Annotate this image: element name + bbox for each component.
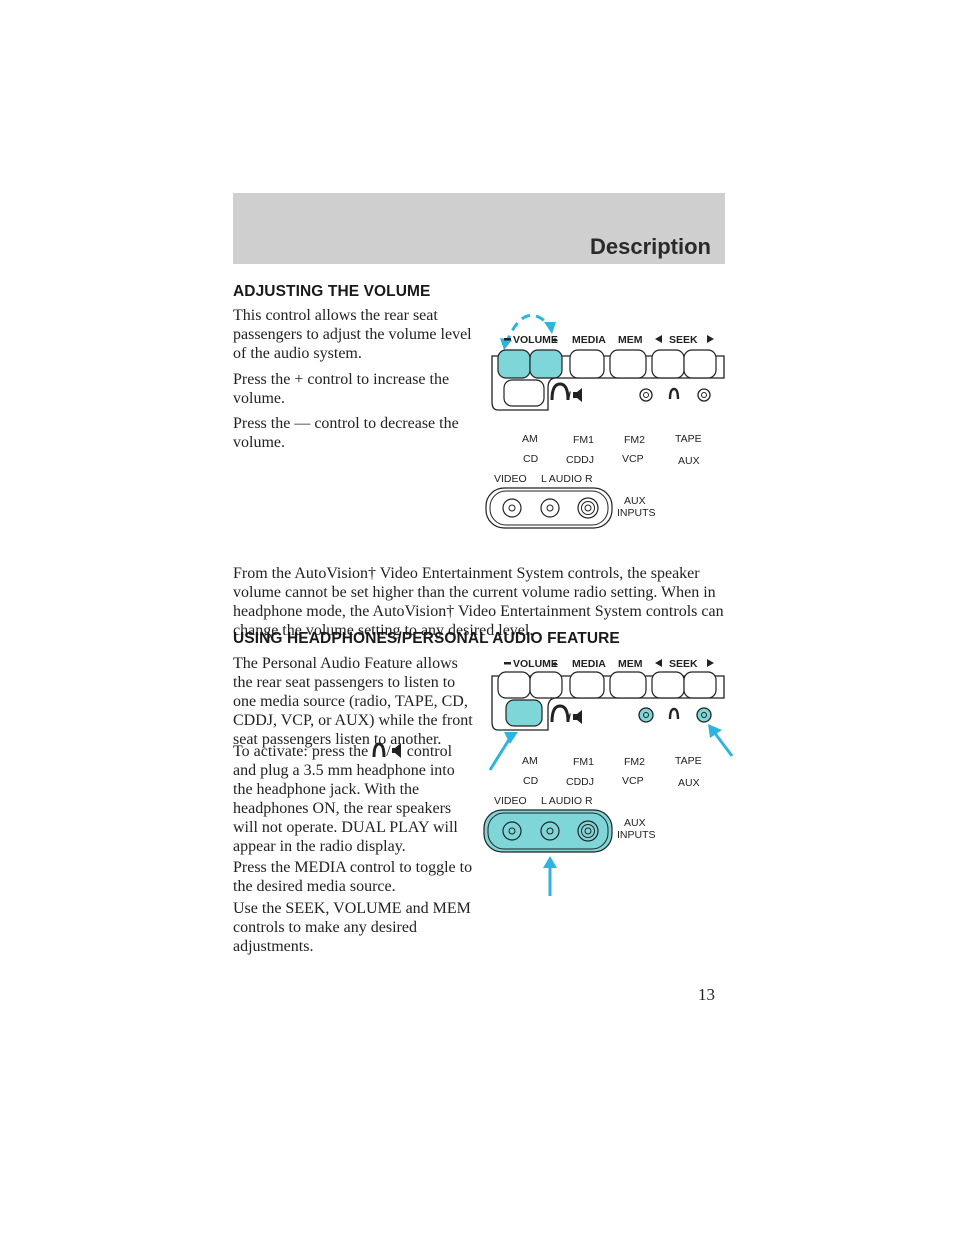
am-label: AM — [522, 433, 538, 445]
vcp-label: VCP — [622, 775, 644, 787]
aux-label: AUX — [678, 777, 700, 789]
media-button — [569, 671, 605, 699]
arrow-icon — [488, 737, 512, 771]
slash-icon: / — [568, 390, 571, 402]
arrow-icon — [712, 731, 734, 757]
am-label: AM — [522, 755, 538, 767]
headphone-jack-left — [639, 388, 653, 402]
tape-label: TAPE — [675, 433, 702, 445]
arrowhead-icon — [544, 322, 556, 334]
video-label: VIDEO — [494, 795, 527, 807]
fm2-label: FM2 — [624, 434, 645, 446]
volume-label: VOLUME — [513, 658, 558, 670]
tape-label: TAPE — [675, 755, 702, 767]
arrowhead-icon — [500, 338, 512, 350]
media-button — [569, 349, 605, 379]
mem-button — [609, 349, 647, 379]
cd-label: CD — [523, 453, 539, 465]
page-number: 13 — [698, 985, 715, 1004]
media-label: MEDIA — [572, 658, 606, 670]
audio-label: L AUDIO R — [541, 795, 593, 807]
seek-right-icon — [707, 335, 714, 343]
video-input-jack — [502, 821, 522, 841]
cddj-label: CDDJ — [566, 776, 594, 788]
autovision-volume-paragraph: From the AutoVision† Video Entertainment… — [233, 565, 724, 639]
aux-inputs-label-line2: INPUTS — [617, 829, 656, 841]
video-label: VIDEO — [494, 473, 527, 485]
audio-label: L AUDIO R — [541, 473, 593, 485]
seek-left-icon — [655, 335, 662, 343]
headphone-icon — [550, 382, 570, 401]
fm2-label: FM2 — [624, 756, 645, 768]
volume-label: VOLUME — [513, 334, 558, 346]
headphone-icon — [372, 742, 386, 758]
headphone-jack-left — [638, 707, 654, 723]
volume-increase-paragraph: Press the + control to increase the volu… — [233, 371, 450, 407]
aux-label: AUX — [678, 455, 700, 467]
cddj-label: CDDJ — [566, 454, 594, 466]
personal-audio-paragraph: The Personal Audio Feature allows the re… — [233, 655, 473, 748]
mem-label: MEM — [618, 334, 643, 346]
volume-up-button — [529, 349, 563, 379]
plus-icon: + — [552, 335, 558, 347]
seek-label: SEEK — [669, 334, 698, 346]
headphone-speaker-button — [505, 699, 543, 727]
aux-inputs-label-line2: INPUTS — [617, 507, 656, 519]
headphone-jack-right — [697, 388, 711, 402]
adjustments-paragraph: Use the SEEK, VOLUME and MEM controls to… — [233, 900, 471, 955]
seek-left-icon — [655, 659, 662, 667]
heading-adjusting-volume: ADJUSTING THE VOLUME — [233, 283, 431, 300]
media-label: MEDIA — [572, 334, 606, 346]
headphone-icon — [668, 387, 680, 400]
seek-down-button — [651, 349, 685, 379]
audio-left-input-jack — [540, 821, 560, 841]
speaker-icon — [391, 743, 401, 758]
control-panel-figure-headphones: VOLUME + MEDIA MEM SEEK / AM FM1 — [476, 644, 736, 900]
volume-up-button — [529, 671, 563, 699]
seek-down-button — [651, 671, 685, 699]
volume-down-button — [497, 671, 531, 699]
seek-up-button — [683, 671, 717, 699]
audio-left-input-jack — [540, 498, 560, 518]
aux-inputs-label-line1: AUX — [624, 495, 646, 507]
volume-intro-paragraph: This control allows the rear seat passen… — [233, 307, 472, 362]
arrowhead-icon — [708, 724, 722, 738]
section-title: Description — [589, 234, 711, 259]
seek-label: SEEK — [669, 658, 698, 670]
vcp-label: VCP — [622, 453, 644, 465]
minus-icon — [504, 662, 511, 665]
headphone-speaker-button — [503, 379, 545, 407]
aux-inputs-label-line1: AUX — [624, 817, 646, 829]
audio-right-input-jack — [577, 497, 599, 519]
heading-headphones: USING HEADPHONES/PERSONAL AUDIO FEATURE — [233, 630, 620, 647]
media-toggle-paragraph: Press the MEDIA control to toggle to the… — [233, 859, 473, 895]
volume-down-button — [497, 349, 531, 379]
plus-icon: + — [552, 659, 558, 671]
speaker-icon — [573, 388, 582, 402]
arrowhead-icon — [504, 732, 518, 744]
video-input-jack — [502, 498, 522, 518]
dashed-arrow-icon — [504, 314, 552, 345]
volume-decrease-paragraph: Press the — control to decrease the volu… — [233, 415, 459, 451]
seek-up-button — [683, 349, 717, 379]
headphone-icon — [550, 704, 570, 723]
arrowhead-icon — [543, 856, 557, 868]
control-panel-figure-volume: VOLUME + MEDIA MEM SEEK / AM FM1 FM2 TAP… — [476, 296, 736, 532]
audio-right-input-jack — [577, 820, 599, 842]
slash-icon: / — [568, 712, 571, 724]
fm1-label: FM1 — [573, 756, 594, 768]
seek-right-icon — [707, 659, 714, 667]
cd-label: CD — [523, 775, 539, 787]
section-header-band: Description — [233, 193, 725, 264]
fm1-label: FM1 — [573, 434, 594, 446]
speaker-icon — [573, 710, 582, 724]
headphone-jack-right — [696, 707, 712, 723]
headphone-icon — [668, 707, 680, 720]
activate-paragraph: To activate: press the / control and plu… — [233, 742, 458, 855]
mem-button — [609, 671, 647, 699]
minus-icon — [504, 338, 511, 341]
mem-label: MEM — [618, 658, 643, 670]
